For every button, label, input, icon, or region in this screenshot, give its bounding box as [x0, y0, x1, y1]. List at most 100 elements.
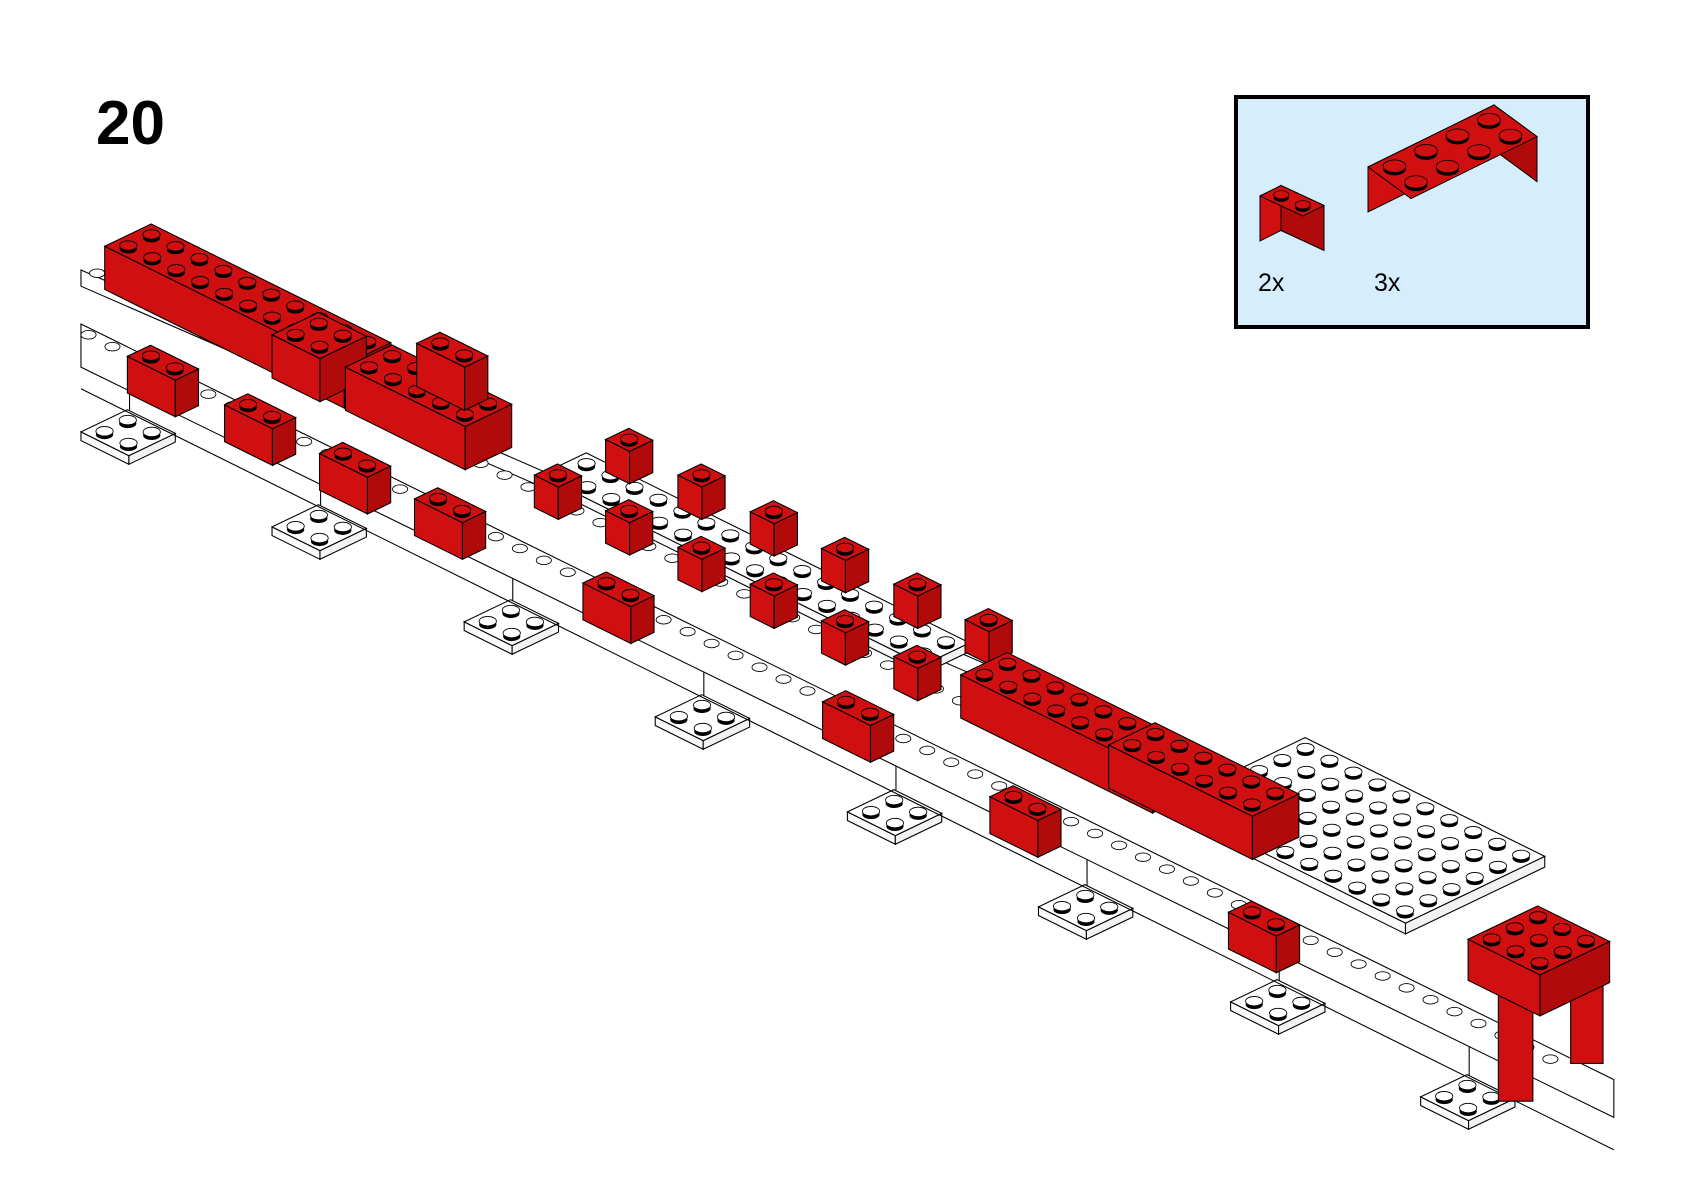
- stud: [793, 564, 812, 576]
- parts-callout: 2x 3x: [1234, 95, 1590, 329]
- stud: [764, 505, 783, 517]
- stud: [166, 241, 185, 252]
- support-plate: [462, 599, 560, 656]
- stud: [693, 722, 712, 734]
- red-brick-1x2: [581, 571, 656, 645]
- stud: [1459, 1102, 1478, 1114]
- stud: [1442, 883, 1461, 894]
- stud: [1071, 716, 1090, 727]
- stud: [1382, 159, 1407, 173]
- stud: [979, 613, 998, 625]
- stud: [975, 668, 994, 680]
- stud: [1273, 190, 1290, 200]
- stud: [865, 600, 884, 611]
- stud: [1323, 846, 1342, 858]
- stud: [620, 433, 639, 444]
- stud: [142, 426, 161, 438]
- stud: [239, 399, 258, 410]
- stud: [1347, 858, 1366, 869]
- stud: [1171, 762, 1190, 774]
- stud: [621, 589, 640, 600]
- part-quantity-2x1: 2x: [1258, 269, 1285, 297]
- beam-stud: [1063, 816, 1080, 827]
- support-plate: [846, 789, 943, 846]
- stud: [309, 317, 328, 329]
- stud: [1553, 923, 1572, 934]
- red-brick-1x2: [1227, 900, 1301, 974]
- beam-stud: [1350, 959, 1367, 969]
- beam-stud: [1398, 983, 1415, 993]
- stud: [692, 541, 711, 552]
- beam-stud: [1206, 888, 1223, 898]
- beam-stud: [967, 769, 984, 779]
- beam-stud: [80, 330, 97, 340]
- stud: [167, 264, 186, 275]
- brick-top-face: [270, 504, 368, 552]
- stud: [239, 299, 258, 311]
- stud: [745, 564, 765, 575]
- stud: [836, 614, 855, 626]
- stud: [1464, 825, 1483, 837]
- beam-stud: [392, 484, 409, 494]
- stud: [1123, 739, 1142, 750]
- stud: [1529, 934, 1548, 945]
- stud: [1441, 860, 1460, 871]
- stud: [215, 287, 234, 299]
- stud: [501, 604, 521, 616]
- stud: [263, 311, 282, 322]
- stud: [1321, 777, 1340, 789]
- stud: [1369, 801, 1388, 812]
- stud: [1242, 798, 1262, 809]
- white-plate-middle: [538, 452, 971, 675]
- stud: [1368, 778, 1387, 789]
- beam-stud: [559, 567, 576, 578]
- stud: [1392, 790, 1411, 801]
- stud: [1242, 906, 1262, 917]
- stud: [431, 337, 450, 348]
- stud: [383, 350, 402, 361]
- stud: [286, 300, 305, 311]
- stud: [1266, 787, 1285, 798]
- red-brick-1x1: [820, 609, 870, 666]
- stud: [191, 275, 210, 287]
- part-quantity-2x4: 3x: [1374, 269, 1401, 297]
- red-brick-1x1: [892, 644, 943, 702]
- stud: [286, 521, 305, 532]
- stud: [1435, 1091, 1454, 1102]
- beam-stud: [655, 614, 672, 625]
- stud: [721, 529, 740, 540]
- stud: [1268, 984, 1287, 996]
- red-brick-1x2: [318, 441, 392, 515]
- stud: [1052, 901, 1072, 912]
- stud: [1324, 869, 1343, 881]
- beam-stud: [736, 589, 753, 599]
- beam-stud: [487, 531, 504, 542]
- stud: [885, 817, 905, 829]
- support-plate: [1419, 1074, 1517, 1131]
- stud: [908, 578, 927, 589]
- stud: [310, 340, 329, 352]
- red-brick-1x1: [604, 499, 654, 556]
- stud: [1417, 848, 1436, 859]
- stud: [1458, 1079, 1477, 1091]
- stud: [1292, 996, 1311, 1008]
- stud: [649, 493, 668, 505]
- stud: [286, 328, 305, 340]
- beam-stud: [1422, 994, 1439, 1005]
- stud: [214, 264, 233, 276]
- brick-top-face: [462, 599, 560, 647]
- stud: [548, 469, 567, 480]
- stud: [1404, 175, 1428, 189]
- stud: [1170, 739, 1189, 751]
- stud: [1218, 763, 1237, 774]
- stud: [1418, 871, 1437, 882]
- stud: [1095, 728, 1114, 739]
- stud: [1195, 774, 1214, 786]
- support-plate: [654, 694, 751, 751]
- stud: [1414, 144, 1438, 158]
- stud: [1004, 790, 1023, 802]
- stud: [697, 517, 716, 528]
- stud: [455, 349, 474, 360]
- stud: [1299, 834, 1318, 846]
